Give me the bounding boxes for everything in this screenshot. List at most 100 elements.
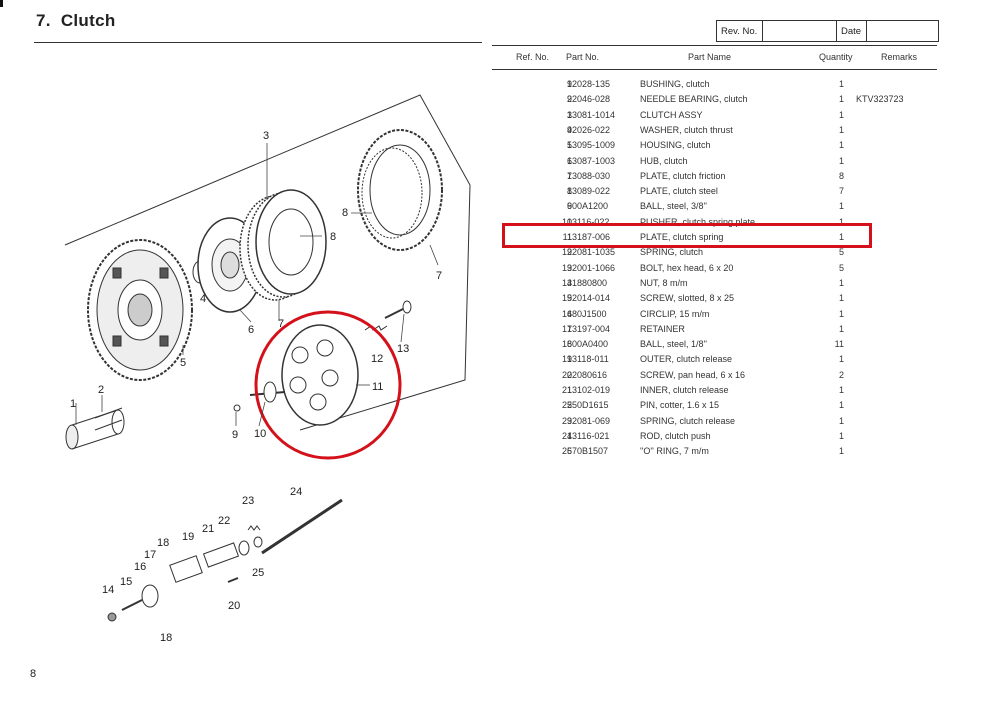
cell-ref-no: 8 xyxy=(566,186,572,197)
cell-part-name: ROD, clutch push xyxy=(640,430,711,441)
cell-part-name: SPRING, clutch release xyxy=(640,415,736,426)
cell-ref-no: 6 xyxy=(566,155,572,166)
cell-quantity: 1 xyxy=(838,277,844,288)
cell-part-name: PUSHER, clutch spring plate xyxy=(640,216,756,227)
label-15: 15 xyxy=(120,576,132,588)
friction-plate xyxy=(357,129,443,251)
header-part: Part No. xyxy=(566,52,600,62)
cell-part-name: PLATE, clutch steel xyxy=(640,186,718,197)
label-25: 25 xyxy=(252,567,264,579)
callout-circle xyxy=(254,310,402,460)
cell-part-no: 600A0400 xyxy=(567,339,609,350)
label-7-right: 7 xyxy=(436,270,442,282)
label-13: 13 xyxy=(397,343,409,355)
cell-quantity: 5 xyxy=(838,262,844,273)
cell-quantity: 1 xyxy=(838,354,844,365)
cell-ref-no: 25 xyxy=(561,446,572,457)
table-header-rule xyxy=(492,69,937,70)
cell-quantity: 1 xyxy=(838,430,844,441)
label-8-inner: 8 xyxy=(330,231,336,243)
label-2: 2 xyxy=(98,384,104,396)
cell-part-no: 13088-030 xyxy=(567,170,611,181)
cell-quantity: 1 xyxy=(838,79,844,89)
cell-ref-no: 22 xyxy=(561,400,572,411)
cell-part-no: 13095-1009 xyxy=(567,140,616,151)
cell-ref-no: 15 xyxy=(561,293,572,304)
label-1: 1 xyxy=(70,398,76,410)
cell-part-no: 13118-011 xyxy=(567,354,609,365)
header-remarks: Remarks xyxy=(881,52,918,62)
assembly-frame xyxy=(64,94,471,431)
cell-quantity: 1 xyxy=(838,232,844,242)
cell-ref-no: 7 xyxy=(566,170,572,181)
label-17: 17 xyxy=(144,549,156,561)
cell-ref-no: 11 xyxy=(562,232,572,242)
label-19: 19 xyxy=(182,531,194,543)
label-5: 5 xyxy=(180,357,186,369)
section-name: Clutch xyxy=(60,11,116,30)
clutch-exploded-diagram: 3 8 8 7 7 6 4 5 2 1 9 10 11 12 13 14 15 … xyxy=(64,94,471,644)
cell-part-name: RETAINER xyxy=(640,323,685,334)
label-22: 22 xyxy=(218,515,230,527)
cell-ref-no: 21 xyxy=(561,385,572,395)
header-name: Part Name xyxy=(688,52,732,62)
cell-part-name: PLATE, clutch friction xyxy=(640,170,726,181)
cell-quantity: 1 xyxy=(838,216,844,227)
label-18-bottom: 18 xyxy=(160,632,172,644)
label-10: 10 xyxy=(254,428,266,440)
cell-part-no: 13116-021 xyxy=(567,430,610,441)
cell-part-no: 92046-028 xyxy=(567,94,611,105)
cell-part-no: 13081-1014 xyxy=(567,109,616,120)
cell-ref-no: 9 xyxy=(566,201,572,212)
cell-part-name: WASHER, clutch thrust xyxy=(640,124,733,135)
cell-part-no: 31880800 xyxy=(567,277,608,288)
cell-part-name: CIRCLIP, 15 m/m xyxy=(640,308,710,319)
cell-quantity: 5 xyxy=(838,247,844,258)
cell-part-no: 480J1500 xyxy=(567,308,607,319)
cell-ref-no: 14 xyxy=(561,277,572,288)
date-value xyxy=(867,21,938,41)
clutch-push-rod xyxy=(261,498,343,555)
label-11: 11 xyxy=(372,381,383,393)
label-20: 20 xyxy=(228,600,240,612)
rev-value xyxy=(763,21,837,41)
hex-bolt xyxy=(384,307,406,319)
cell-part-no: 92014-014 xyxy=(567,293,611,304)
cell-part-name: BALL, steel, 1/8'' xyxy=(640,339,707,350)
cell-ref-no: 2 xyxy=(566,94,572,105)
cell-quantity: 1 xyxy=(838,140,844,151)
cell-quantity: 1 xyxy=(838,323,844,334)
page-number: 8 xyxy=(30,668,37,680)
label-14: 14 xyxy=(102,584,114,596)
label-8-outer: 8 xyxy=(342,207,348,219)
bushing-and-bearing xyxy=(65,407,125,450)
cell-ref-no: 16 xyxy=(561,308,572,319)
rev-label: Rev. No. xyxy=(717,21,763,41)
header-qty: Quantity xyxy=(819,52,853,62)
title-rule xyxy=(34,42,482,43)
cell-part-no: 550D1615 xyxy=(567,400,609,411)
cell-quantity: 1 xyxy=(838,109,844,120)
cell-part-no: 92081-069 xyxy=(567,415,611,426)
cell-quantity: 1 xyxy=(838,385,844,395)
cell-part-name: HOUSING, clutch xyxy=(640,140,711,151)
cell-quantity: 11 xyxy=(834,339,844,350)
cell-part-no: 22080616 xyxy=(567,369,608,380)
cell-ref-no: 4 xyxy=(566,124,572,135)
label-16: 16 xyxy=(134,561,146,573)
cell-ref-no: 1 xyxy=(566,79,572,89)
cell-part-name: SPRING, clutch xyxy=(640,247,704,258)
